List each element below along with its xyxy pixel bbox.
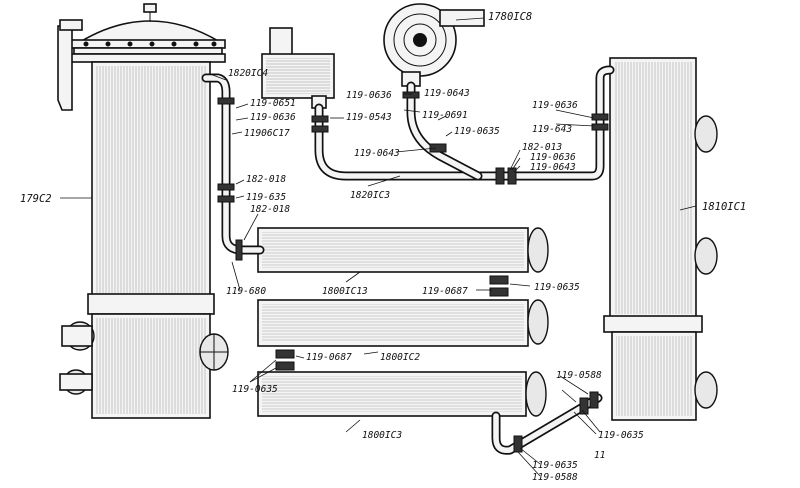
label-119-0651: 119-0651	[250, 98, 296, 109]
label-119-0636-c: 119-0636	[532, 100, 578, 111]
label-119-0636-b: 119-0636	[346, 90, 392, 101]
label-119-0635-c: 119-0635	[232, 384, 278, 395]
label-119-0588-b: 119-0588	[532, 472, 578, 483]
label-119-0687-b: 119-0687	[306, 352, 352, 363]
label-182-013: 182-013	[522, 142, 562, 153]
label-119-0635-e: 119-0635	[532, 460, 578, 471]
pipe-couplings	[217, 91, 609, 453]
tube-1800ic3	[257, 371, 547, 417]
label-182-018-a: 182-018	[246, 174, 286, 185]
label-11906c17: 11906C17	[244, 128, 290, 139]
part-labels: 179C2 1820IC4 1780IC8 119-0651 119-0636 …	[20, 11, 746, 483]
label-119-680: 119-680	[226, 286, 266, 297]
label-column-1810ic1: 1810IC1	[702, 201, 746, 213]
label-1820ic3: 1820IC3	[350, 190, 390, 201]
label-119-0588-a: 119-0588	[556, 370, 602, 381]
label-182-018-b: 182-018	[250, 204, 290, 215]
label-119-0543-a: 119-0543	[346, 112, 392, 123]
label-119-0636-d: 119-0636	[530, 152, 576, 163]
label-119-0687-a: 119-0687	[422, 286, 468, 297]
label-119-643: 119-643	[532, 124, 572, 135]
valve-left	[59, 321, 95, 395]
column-1810ic1	[603, 57, 718, 421]
label-119-0643-a: 119-0643	[424, 88, 470, 99]
label-tube-1800ic2: 1800IC2	[380, 352, 420, 363]
tube-1800ic13	[257, 227, 549, 273]
label-11: 11	[594, 450, 605, 461]
tube-1800ic2	[257, 299, 549, 347]
label-elbow-1820ic4: 1820IC4	[228, 68, 268, 79]
label-119-0635-b: 119-0635	[534, 282, 580, 293]
label-119-0635-a: 119-0635	[454, 126, 500, 137]
label-119-0635-d: 119-0635	[598, 430, 644, 441]
label-119-0643-c: 119-0643	[530, 162, 576, 173]
pump-1780ic8	[383, 3, 485, 87]
leader-lines	[60, 17, 697, 477]
tank-small	[261, 27, 335, 109]
label-119-0636-a: 119-0636	[250, 112, 296, 123]
valve-right	[199, 333, 229, 371]
vessel-179c2	[57, 3, 229, 419]
label-tube-1800ic3: 1800IC3	[362, 430, 402, 441]
label-pump-1780ic8: 1780IC8	[488, 11, 532, 23]
label-119-0643-b: 119-0643	[354, 148, 400, 159]
label-119-635: 119-635	[246, 192, 286, 203]
label-tube-1800ic13: 1800IC13	[322, 286, 368, 297]
label-119-0691: 119-0691	[422, 110, 468, 121]
label-vessel-179c2: 179C2	[20, 193, 52, 205]
